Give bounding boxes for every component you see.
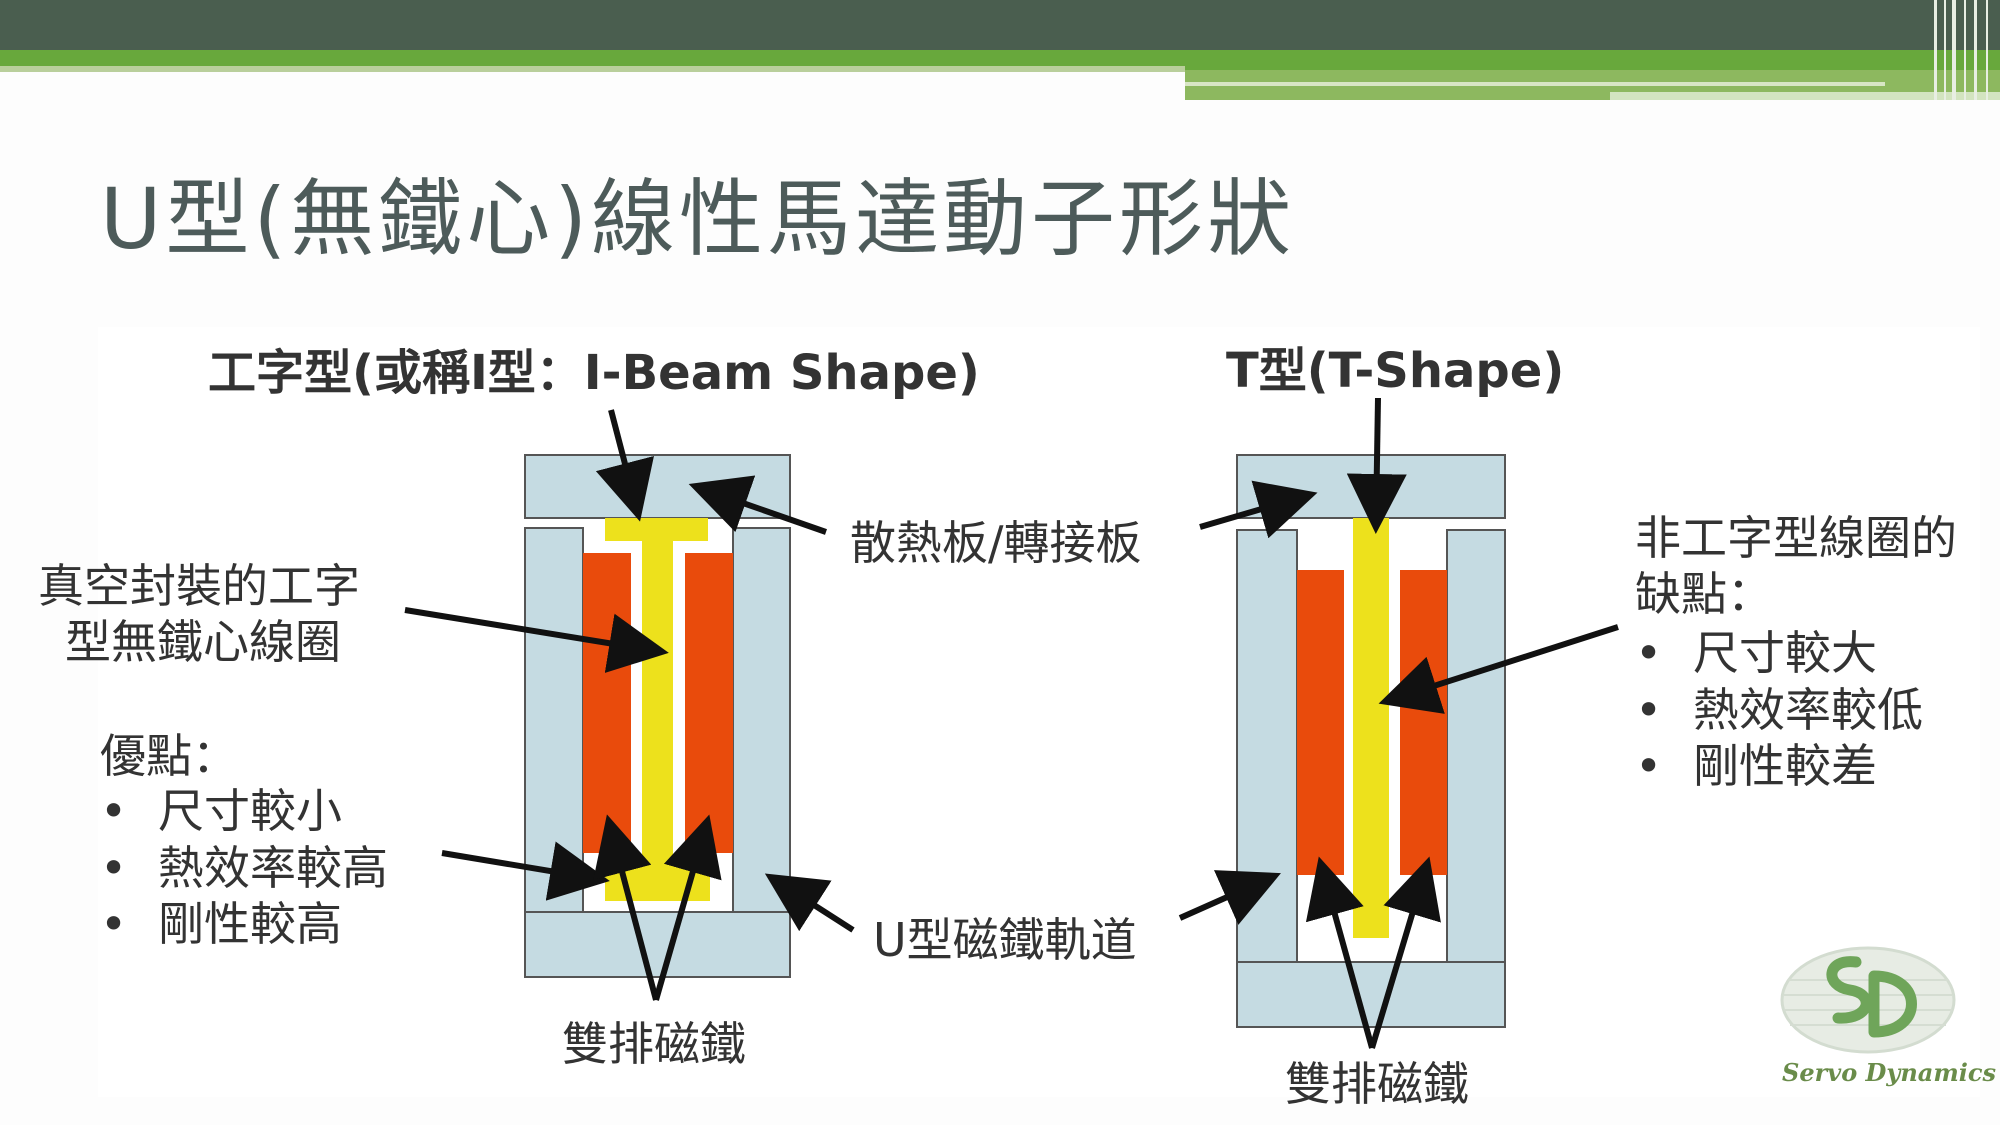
header-band-right-line <box>1185 82 1885 86</box>
advantages-list: 尺寸較小 熱效率較高 剛性較高 <box>100 783 388 953</box>
arrow-ibeam-bottom <box>441 841 610 901</box>
arrow-heat-plate-right <box>1199 480 1318 539</box>
header-band-light <box>0 66 1185 72</box>
arrow-u-track-right <box>1178 870 1281 925</box>
arrow-left-heading <box>595 409 654 522</box>
advantage-item: 剛性較高 <box>100 896 388 953</box>
arrow-heat-plate-left <box>688 475 827 535</box>
ibeam-left-magnet <box>583 553 631 853</box>
left-diagram-heading: 工字型(或稱I型：I-Beam Shape) <box>208 345 980 401</box>
ibeam-coil-web <box>642 541 673 866</box>
arrow-magnets-right-a <box>1305 856 1375 1049</box>
disadvantages-title-line1: 非工字型線圈的 <box>1635 511 1957 565</box>
header-band-dark <box>0 0 2000 50</box>
arrow-magnets-right-b <box>1369 856 1441 1049</box>
header-band-green <box>0 50 2000 70</box>
tshape-bottom-steel <box>1236 961 1506 1028</box>
ibeam-right-steel <box>732 527 791 917</box>
ibeam-bottom-steel <box>524 911 791 978</box>
arrow-magnets-left-a <box>593 814 659 1001</box>
heat-plate-label: 散熱板/轉接板 <box>850 516 1142 570</box>
arrow-tshape-coil <box>1378 624 1619 714</box>
tshape-coil <box>1353 518 1389 938</box>
ibeam-coil-top-flange <box>605 518 708 541</box>
disadvantage-item: 尺寸較大 <box>1635 625 1923 682</box>
arrow-magnets-left-b <box>653 814 722 1001</box>
logo-text: Servo Dynamics <box>1782 1058 1996 1087</box>
ibeam-left-steel <box>524 527 584 917</box>
header-stripes <box>1928 0 2000 100</box>
arrow-coil-label <box>404 607 669 673</box>
left-magnets-label: 雙排磁鐵 <box>562 1017 746 1071</box>
right-diagram-heading: T型(T-Shape) <box>1226 343 1565 399</box>
disadvantages-title: 非工字型線圈的 缺點： <box>1635 510 1957 622</box>
arrows <box>404 397 1619 1049</box>
tshape-right-magnet <box>1400 570 1447 875</box>
coil-label-line2: 型無鐵心線圈 <box>65 615 341 670</box>
arrow-u-track-left <box>764 873 855 933</box>
arrow-right-heading <box>1346 397 1407 534</box>
advantage-item: 尺寸較小 <box>100 783 388 840</box>
tshape-left-magnet <box>1297 570 1344 875</box>
disadvantages-list: 尺寸較大 熱效率較低 剛性較差 <box>1635 625 1923 795</box>
coil-label: 真空封裝的工字 型無鐵心線圈 <box>38 558 360 670</box>
tshape-left-steel <box>1236 529 1298 963</box>
tshape-right-steel <box>1446 529 1506 963</box>
advantage-item: 熱效率較高 <box>100 840 388 897</box>
slide-title: U型(無鐵心)線性馬達動子形狀 <box>100 170 1296 268</box>
coil-label-line1: 真空封裝的工字 <box>38 559 360 613</box>
servo-dynamics-logo-icon <box>1780 946 1956 1054</box>
right-magnets-label: 雙排磁鐵 <box>1285 1057 1469 1111</box>
disadvantage-item: 剛性較差 <box>1635 738 1923 795</box>
header-band-right-line-2 <box>1610 92 2000 100</box>
advantages-title: 優點： <box>100 729 238 783</box>
ibeam-cross-section <box>524 454 791 978</box>
ibeam-right-magnet <box>685 553 733 853</box>
disadvantages-title-line2: 缺點： <box>1635 567 1773 622</box>
tshape-cross-section <box>1236 454 1506 1028</box>
disadvantage-item: 熱效率較低 <box>1635 682 1923 739</box>
tshape-top-plate <box>1236 454 1506 519</box>
u-track-label: U型磁鐵軌道 <box>873 913 1137 967</box>
